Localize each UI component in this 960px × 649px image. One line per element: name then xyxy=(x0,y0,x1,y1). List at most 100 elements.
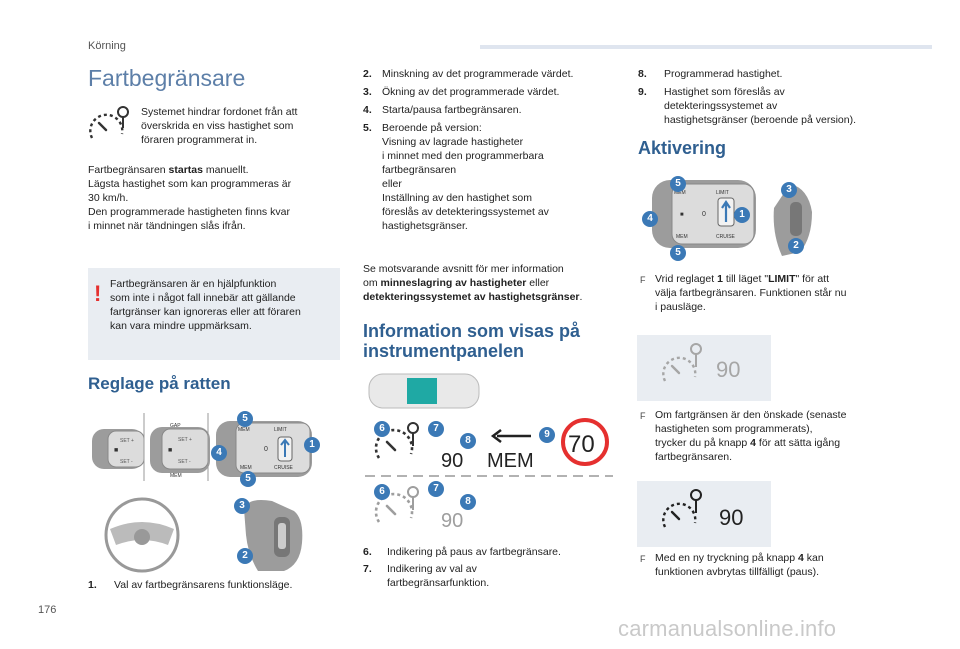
callout-badge: 1 xyxy=(734,207,750,223)
activation-stalk-illustration: MEM LIMIT ■ 0 CRUISE MEM xyxy=(652,180,812,256)
numbered-list-top: 2. Minskning av det programmerade värdet… xyxy=(363,67,613,247)
mem-label: MEM xyxy=(487,450,534,472)
paused-speed: 90 xyxy=(441,510,463,532)
callout-badge: 4 xyxy=(211,445,227,461)
active-speed-value: 90 xyxy=(719,505,744,530)
heading-activation: Aktivering xyxy=(638,138,727,158)
stalk-label: SET + xyxy=(178,437,192,443)
svg-text:■: ■ xyxy=(680,212,684,218)
text: " för att xyxy=(795,273,830,285)
ref-line: detekteringssystemet av hastighetsgränse… xyxy=(363,290,628,304)
steering-controls-illustration: SET + ■ SET - GAP SET + ■ SET - MEM MEM … xyxy=(92,413,312,573)
item-line: Indikering av val av xyxy=(387,563,477,575)
header-bar xyxy=(480,45,932,49)
reference-note: Se motsvarande avsnitt för mer informati… xyxy=(363,262,628,304)
step-bullet: F xyxy=(640,275,646,285)
item-line: hastighetsgränser (beroende på version). xyxy=(664,114,857,126)
callout-badge: 8 xyxy=(460,433,476,449)
step-3: Med en ny tryckning på knapp 4 kan funkt… xyxy=(655,551,905,579)
callout-badge: 9 xyxy=(539,427,555,443)
stalk-label: MEM xyxy=(676,234,688,240)
description: Fartbegränsaren startas manuellt. Lägsta… xyxy=(88,163,340,233)
intro-line: överskrida en viss hastighet som xyxy=(141,120,294,132)
text: till läget " xyxy=(722,273,769,285)
callout-badge: 5 xyxy=(240,471,256,487)
item-text: Programmerad hastighet. xyxy=(664,68,783,80)
item-line: detekteringssystemet av xyxy=(664,100,778,112)
subheading-controls: Reglage på ratten xyxy=(88,374,231,393)
callout-badge: 6 xyxy=(374,421,390,437)
speed-limiter-icon-gray xyxy=(662,343,702,382)
step-bullet: F xyxy=(640,411,646,421)
text: eller xyxy=(526,277,550,289)
callout-badge: 2 xyxy=(237,548,253,564)
desc-line: i minnet när tändningen slås ifrån. xyxy=(88,220,246,232)
speed-limiter-gauge-paused xyxy=(374,486,419,523)
step-line: trycker du på knapp 4 för att sätta igån… xyxy=(655,436,905,450)
step-2: Om fartgränsen är den önskade (senaste h… xyxy=(655,408,905,464)
callout-badge: 8 xyxy=(460,494,476,510)
warning-icon: ! xyxy=(94,281,102,306)
bold-text: 1 xyxy=(717,273,723,285)
text: Med en ny tryckning på knapp xyxy=(655,552,799,564)
warning-line: kan vara mindre uppmärksam. xyxy=(110,320,252,332)
item-number: 3. xyxy=(363,86,372,98)
instrument-panel-illustration: 90 MEM 70 90 xyxy=(365,373,613,532)
callout-badge: 1 xyxy=(304,437,320,453)
text: för att sätta igång xyxy=(755,437,841,449)
paused-speed-value: 90 xyxy=(716,357,741,382)
bold-text: detekteringssystemet av hastighetsgränse… xyxy=(363,291,580,303)
list-item-1: 1. Val av fartbegränsarens funktionsläge… xyxy=(88,578,340,594)
stalk-label: 0 xyxy=(264,446,268,453)
numbered-list-col3: 8. Programmerad hastighet. 9. Hastighet … xyxy=(638,67,898,137)
stalk-label: SET - xyxy=(120,459,133,465)
text: manuellt. xyxy=(203,164,249,176)
desc-line: 30 km/h. xyxy=(88,192,129,204)
item-text: Starta/pausa fartbegränsaren. xyxy=(382,104,522,116)
stalk-label: LIMIT xyxy=(716,190,729,196)
stalk-label: MEM xyxy=(238,427,250,433)
bold-text: startas xyxy=(168,164,203,176)
item-line: eller xyxy=(382,178,402,190)
stalk-label: GAP xyxy=(170,423,181,429)
item-text: Beroende på version: Visning av lagrade … xyxy=(382,121,549,233)
item-line: hastighetsgränser. xyxy=(382,220,468,232)
ref-line: Se motsvarande avsnitt för mer informati… xyxy=(363,263,564,275)
step-bullet: F xyxy=(640,554,646,564)
start-line: Fartbegränsaren startas manuellt. xyxy=(88,163,340,177)
item-number: 1. xyxy=(88,579,97,591)
step-line: välja fartbegränsaren. Funktionen står n… xyxy=(655,287,847,299)
callout-badge: 3 xyxy=(781,182,797,198)
svg-text:■: ■ xyxy=(114,447,118,454)
stalk-variant-1: SET + ■ SET - xyxy=(92,429,145,469)
item-line: fartbegränsaren xyxy=(382,164,457,176)
stalk-label: SET - xyxy=(178,459,191,465)
item-line: Hastighet som föreslås av xyxy=(664,86,785,98)
speed-limit-sign: 70 xyxy=(568,431,595,458)
stalk-label: LIMIT xyxy=(274,427,287,433)
stalk-label: CRUISE xyxy=(274,465,294,471)
stalk-label: MEM xyxy=(674,190,686,196)
callout-badge: 4 xyxy=(642,211,658,227)
item-line: föreslås av detekteringssystemet av xyxy=(382,206,549,218)
stalk-label: SET + xyxy=(120,438,134,444)
section-label: Körning xyxy=(88,40,126,52)
heading-instrument-info: Information som visas på instrumentpanel… xyxy=(363,321,580,361)
item-line: i minnet med den programmerbara xyxy=(382,150,544,162)
bold-text: 4 xyxy=(798,552,804,564)
heading-line: Information som visas på xyxy=(363,321,581,341)
item-number: 4. xyxy=(363,104,372,116)
text: . xyxy=(579,291,583,303)
stalk-label: 0 xyxy=(702,211,706,218)
display-paused: 90 xyxy=(637,335,771,401)
numbered-list-bottom: 6. Indikering på paus av fartbegränsare.… xyxy=(363,545,613,595)
callout-badge: 5 xyxy=(670,176,686,192)
item-line: Beroende på version: xyxy=(382,122,482,134)
item-text: Indikering på paus av fartbegränsare. xyxy=(387,546,561,558)
item-number: 7. xyxy=(363,563,372,575)
step-line: Vrid reglaget 1 till läget "LIMIT" för a… xyxy=(655,272,905,286)
step-line: fartbegränsaren. xyxy=(655,451,733,463)
ref-line: om minneslagring av hastigheter eller xyxy=(363,276,628,290)
callout-badge: 3 xyxy=(234,498,250,514)
step-line: funktionen avbrytas tillfälligt (paus). xyxy=(655,566,819,578)
